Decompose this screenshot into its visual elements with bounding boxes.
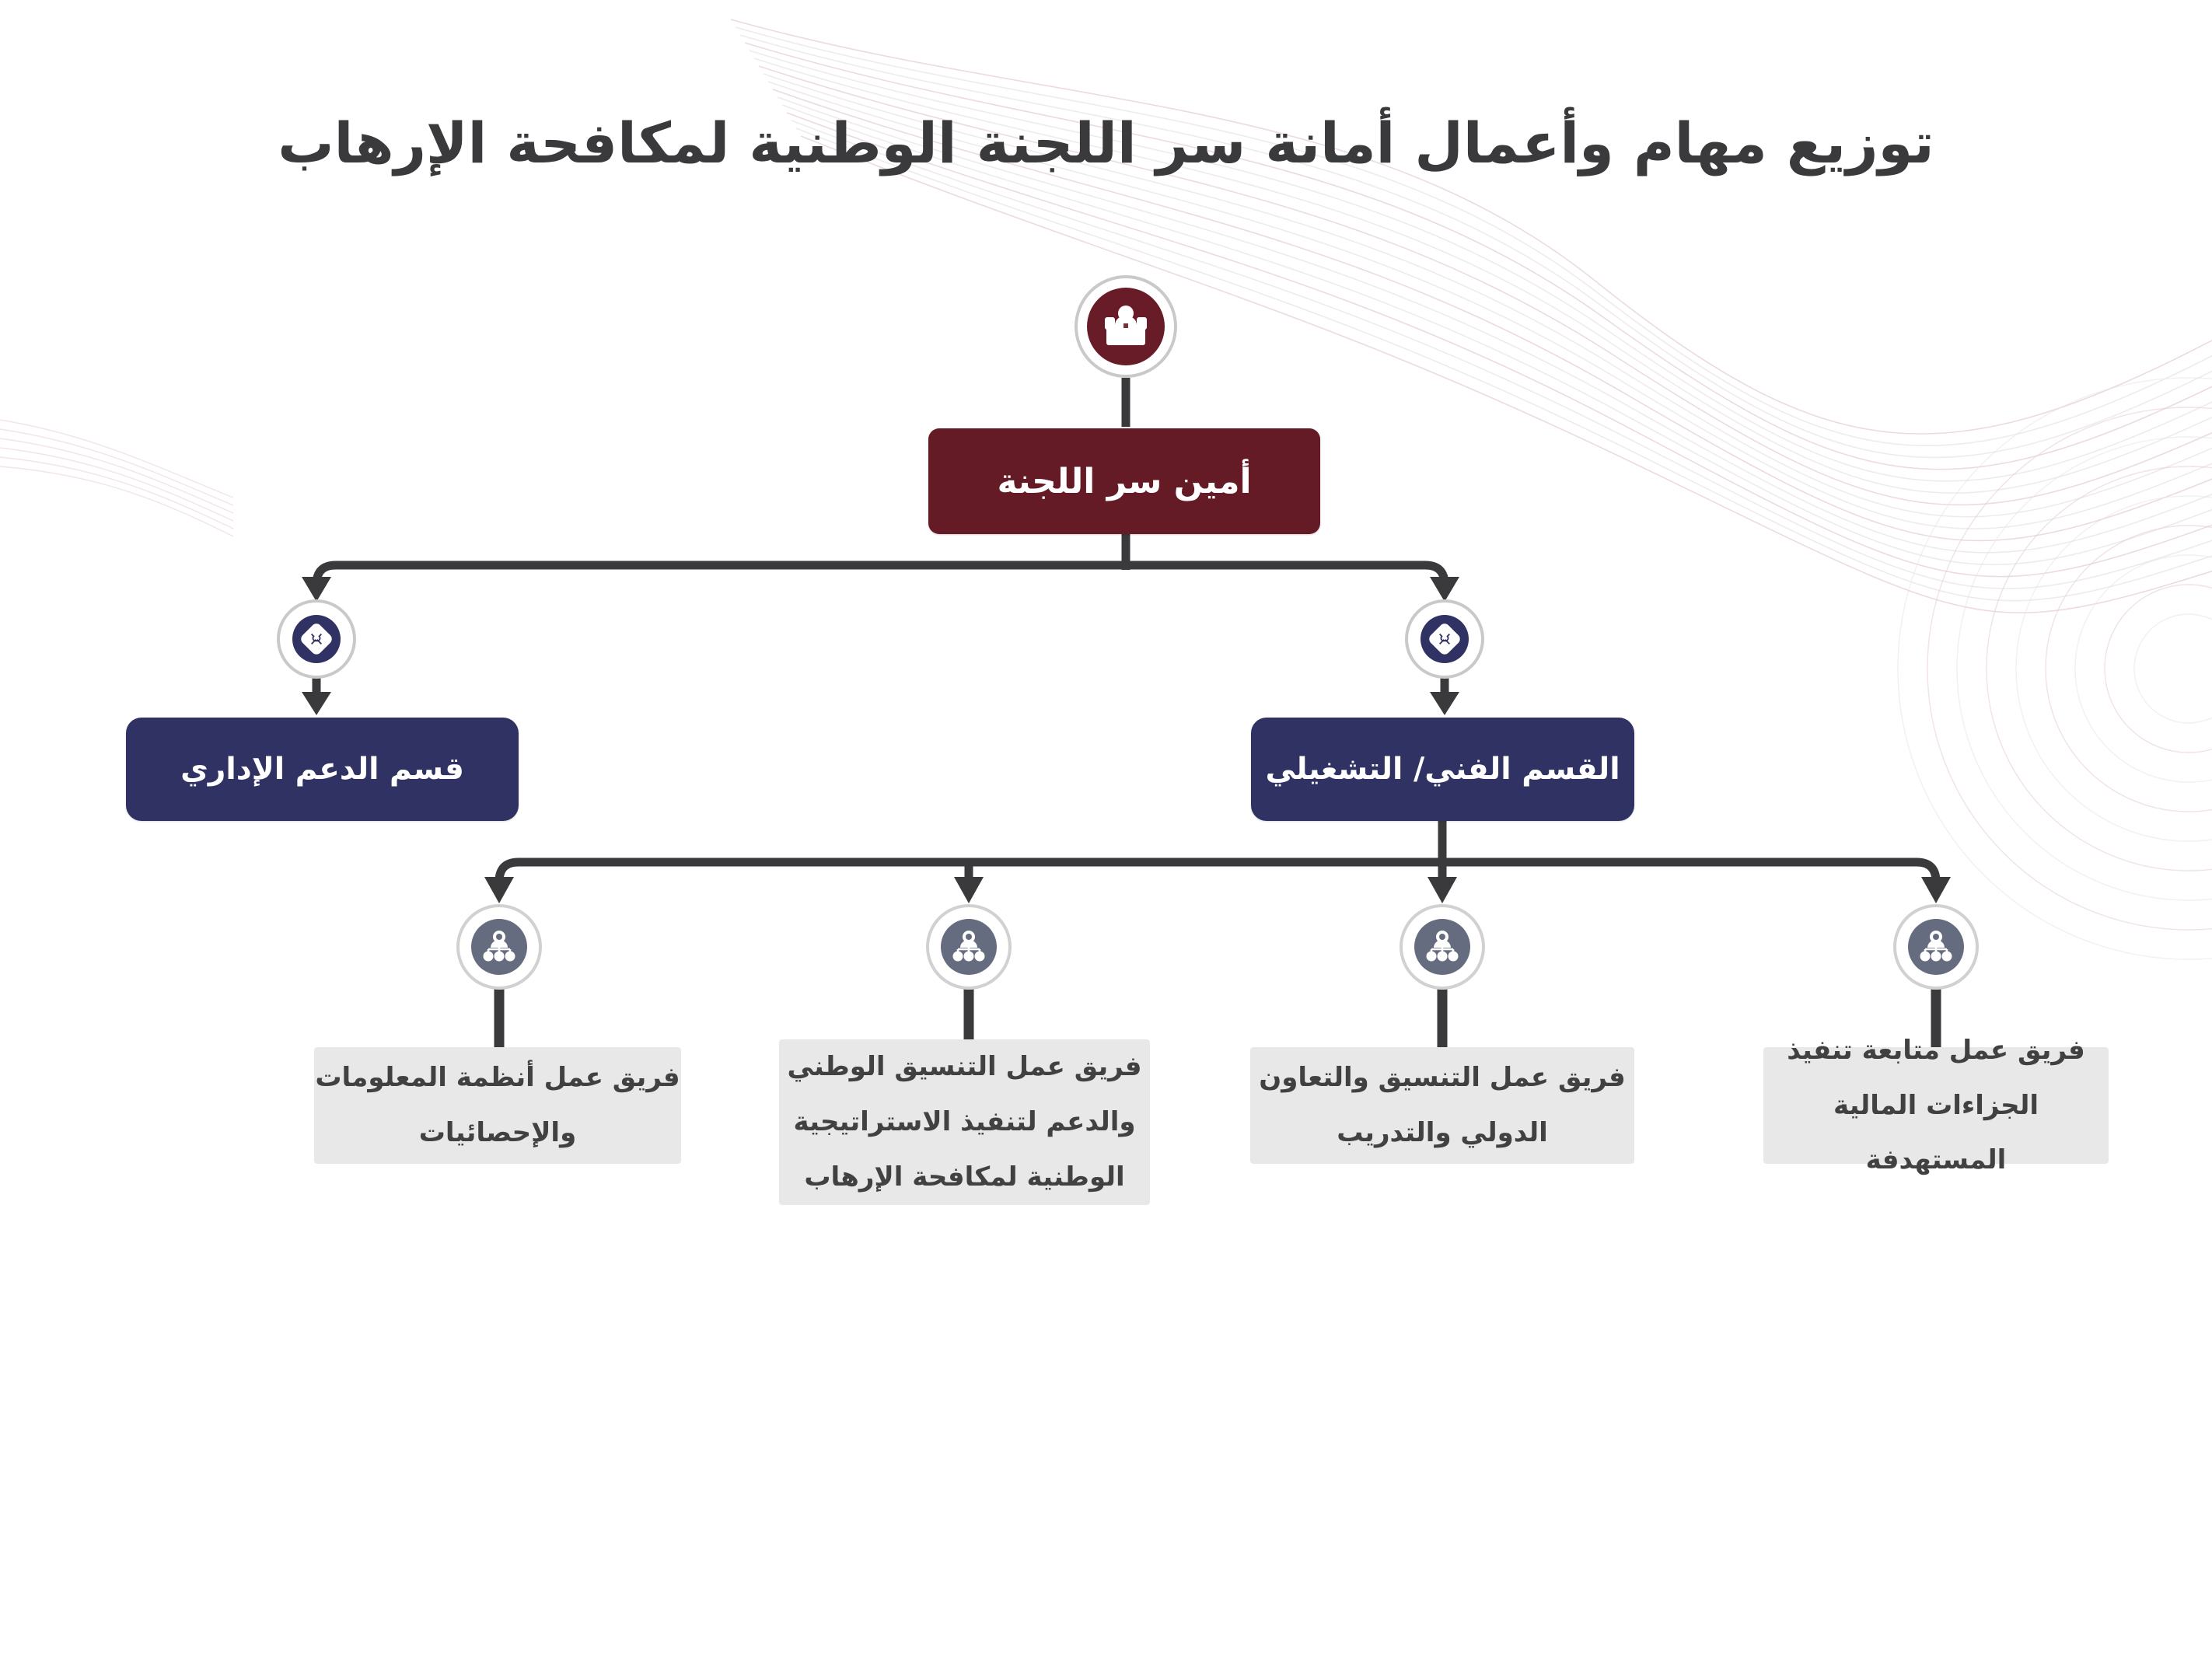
org-node-team-information-systems: فريق عمل أنظمة المعلومات والإحصائيات [314,1047,681,1164]
org-node-team-national-coordination: فريق عمل التنسيق الوطني والدعم لتنفيذ ال… [779,1039,1150,1205]
team-icon [483,931,515,962]
org-node-team-financial-sanctions: فريق عمل متابعة تنفيذ الجزاءات المالية ا… [1763,1035,2109,1175]
dept-icon-badge-admin [277,599,356,679]
team-icon [952,931,985,962]
team-icon-badges [456,904,1979,990]
secretary-desk-icon [1105,306,1147,345]
puzzle-icon [1429,623,1460,655]
org-node-technical-operational-dept: القسم الفني/ التشغيلي [1251,718,1634,821]
org-node-secretary: أمين سر اللجنة [928,428,1320,534]
connector-arrowheads [302,577,1951,903]
org-node-admin-support-dept: قسم الدعم الإداري [126,718,519,821]
org-node-team-international-cooperation: فريق عمل التنسيق والتعاون الدولي والتدري… [1250,1047,1634,1164]
puzzle-icon [301,623,332,655]
team-icon [1920,931,1952,962]
root-icon-badge [1075,275,1177,378]
dept-icon-badge-technical [1405,599,1484,679]
page-title: توزيع مهام وأعمال أمانة سر اللجنة الوطني… [278,110,1934,176]
team-icon [1426,931,1459,962]
